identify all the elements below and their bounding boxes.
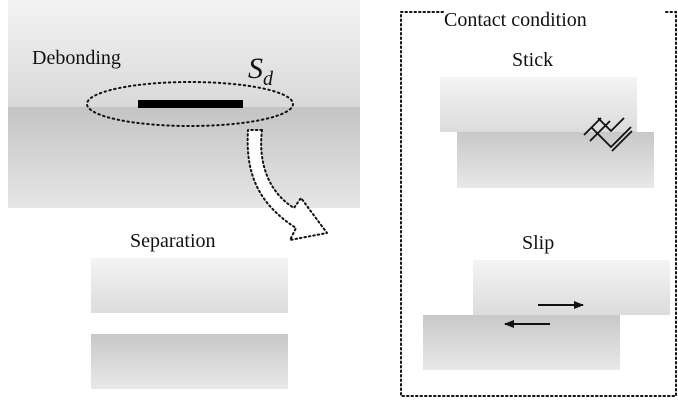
stick-label: Stick xyxy=(512,49,553,71)
curved-arrow xyxy=(246,129,328,241)
upper-layer xyxy=(8,0,360,107)
debonded-region-outline xyxy=(86,81,294,127)
slip-upper-block xyxy=(473,260,670,315)
stick-upper-block xyxy=(440,77,637,132)
separation-label: Separation xyxy=(130,230,216,252)
lower-layer xyxy=(8,107,360,208)
separated-upper-block xyxy=(91,258,288,313)
debonded-crack xyxy=(138,100,243,108)
contact-condition-box xyxy=(400,11,677,397)
region-symbol: Sd xyxy=(248,52,274,90)
contact-condition-title: Contact condition xyxy=(444,9,587,31)
separated-lower-block xyxy=(91,334,288,389)
debonding-label: Debonding xyxy=(32,47,121,69)
slip-label: Slip xyxy=(522,232,554,254)
stick-lower-block xyxy=(457,132,654,188)
stick-bond-icon xyxy=(583,117,633,152)
